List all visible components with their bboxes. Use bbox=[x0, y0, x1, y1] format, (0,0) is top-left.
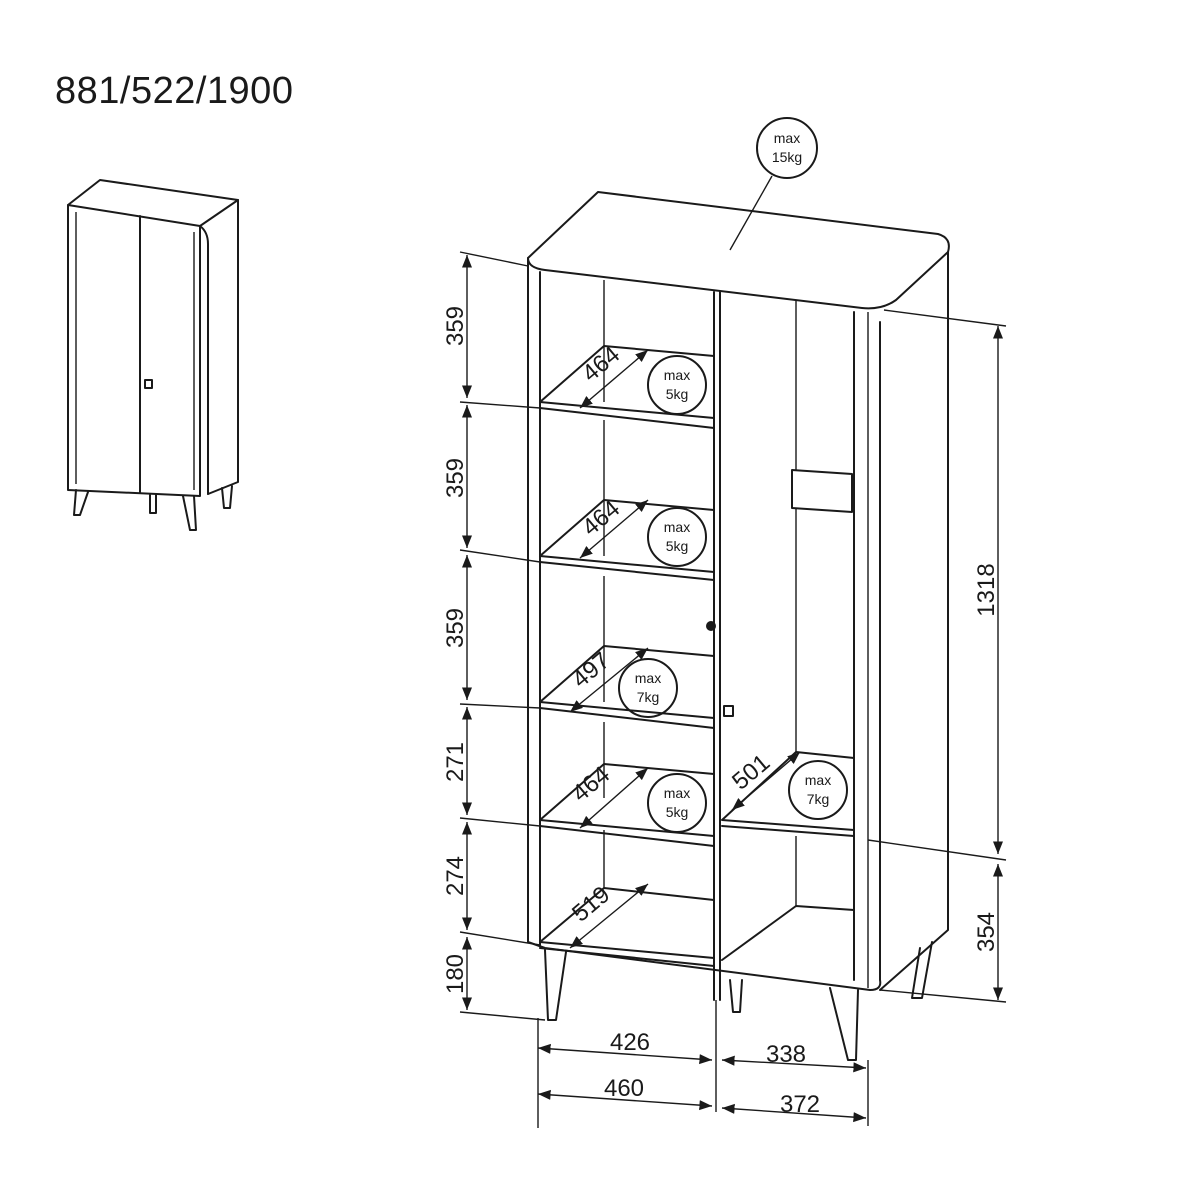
width-label-338: 338 bbox=[766, 1041, 806, 1068]
left-height-dimensions: 359 359 359 271 274 180 bbox=[442, 251, 546, 1021]
load-label-1-max: max bbox=[664, 367, 690, 383]
left-handle-icon bbox=[706, 621, 716, 631]
dimensions-title: 881/522/1900 bbox=[55, 70, 294, 112]
width-label-372: 372 bbox=[780, 1091, 820, 1118]
height-label-5: 274 bbox=[442, 856, 469, 896]
load-label-2-weight: 5kg bbox=[666, 538, 689, 554]
height-label-4: 271 bbox=[442, 742, 469, 782]
right-depth-label: 501 bbox=[727, 749, 775, 795]
shelf-load-badges: max 5kg max 5kg max 7kg max 5kg max 7kg bbox=[618, 355, 848, 833]
load-label-4-weight: 5kg bbox=[666, 804, 689, 820]
right-handle-icon bbox=[723, 705, 734, 717]
load-label-5-weight: 7kg bbox=[807, 791, 830, 807]
load-label-2-max: max bbox=[664, 519, 690, 535]
top-load-label-weight: 15kg bbox=[772, 149, 802, 165]
height-label-6: 180 bbox=[442, 954, 469, 994]
shelf-depth-label-4: 464 bbox=[567, 761, 615, 807]
right-height-dimensions: 1318 354 bbox=[867, 309, 1007, 1003]
width-label-460: 460 bbox=[604, 1075, 644, 1102]
load-label-3-max: max bbox=[635, 670, 661, 686]
closed-wardrobe-thumbnail bbox=[67, 179, 239, 531]
bottom-width-dimensions: 426 338 460 372 bbox=[537, 1000, 869, 1128]
top-load-callout: max 15kg bbox=[729, 117, 818, 251]
height-label-3: 359 bbox=[442, 608, 469, 648]
shelf-depth-dimensions: 464 464 497 464 519 501 bbox=[567, 341, 801, 949]
shelf-depth-label-3: 497 bbox=[567, 647, 615, 693]
thumbnail-handle-icon bbox=[144, 379, 153, 389]
top-load-label-max: max bbox=[774, 130, 800, 146]
load-label-3-weight: 7kg bbox=[637, 689, 660, 705]
width-label-426: 426 bbox=[610, 1029, 650, 1056]
height-label-1318: 1318 bbox=[973, 563, 1000, 616]
height-label-2: 359 bbox=[442, 458, 469, 498]
load-label-4-max: max bbox=[664, 785, 690, 801]
load-label-5-max: max bbox=[805, 772, 831, 788]
hanging-rail bbox=[791, 469, 853, 513]
height-label-1: 359 bbox=[442, 306, 469, 346]
load-label-1-weight: 5kg bbox=[666, 386, 689, 402]
height-label-354: 354 bbox=[973, 912, 1000, 952]
